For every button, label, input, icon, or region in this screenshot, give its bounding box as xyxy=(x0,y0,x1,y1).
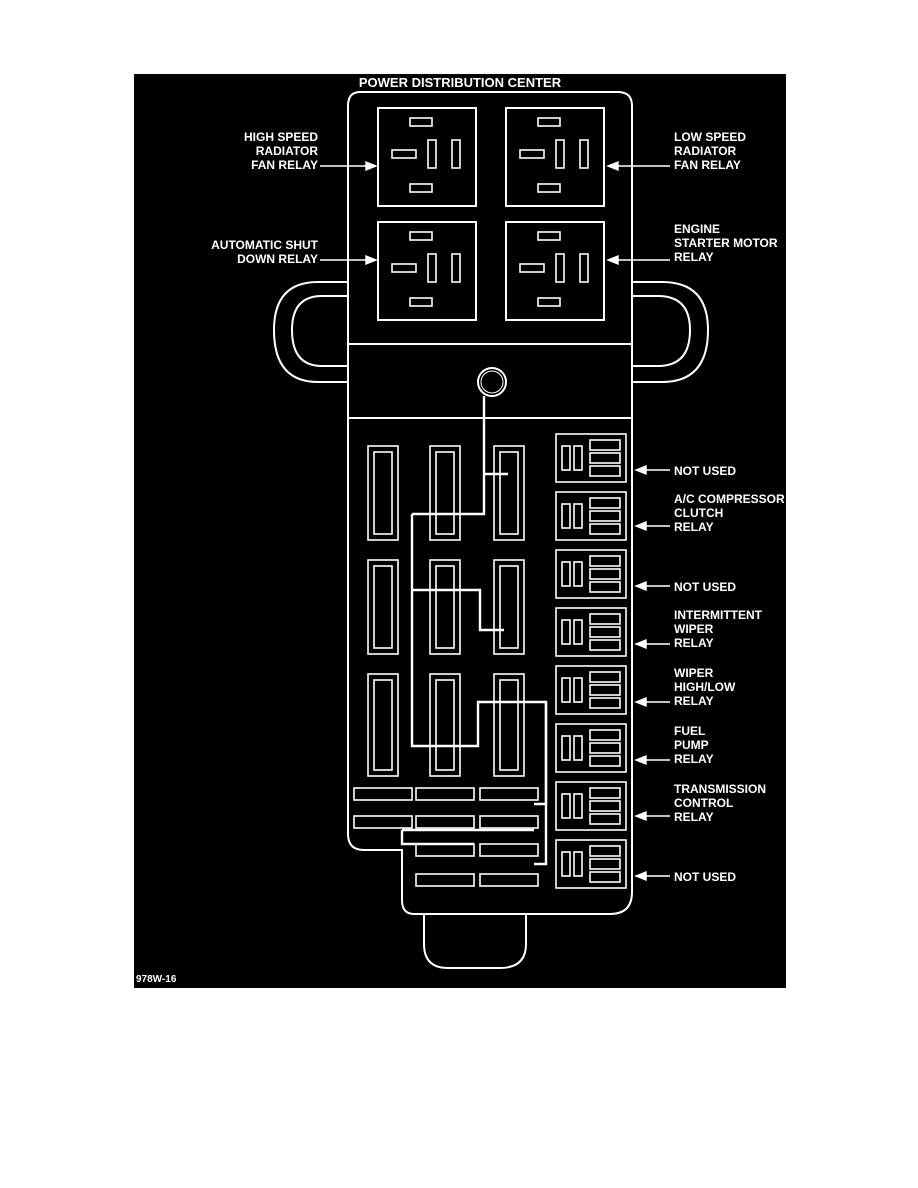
left-mount-loop-inner xyxy=(290,295,348,367)
housing-outline xyxy=(347,91,633,915)
label-engine-starter-motor-relay: ENGINE STARTER MOTOR RELAY xyxy=(674,222,778,264)
large-relays xyxy=(377,107,605,321)
label-low-speed-radiator-fan-relay: LOW SPEED RADIATOR FAN RELAY xyxy=(674,130,747,172)
label-not-used-3: NOT USED xyxy=(674,870,737,884)
bus-trace xyxy=(400,396,548,866)
label-intermittent-wiper-relay: INTERMITTENT WIPER RELAY xyxy=(674,608,762,650)
label-fuel-pump-relay: FUEL PUMP RELAY xyxy=(674,724,714,766)
label-ac-compressor-clutch-relay: A/C COMPRESSOR CLUTCH RELAY xyxy=(674,492,785,534)
diagram-title: POWER DISTRIBUTION CENTER xyxy=(358,75,562,90)
label-automatic-shut-down-relay: AUTOMATIC SHUT DOWN RELAY xyxy=(211,238,318,266)
label-high-speed-radiator-fan-relay: HIGH SPEED RADIATOR FAN RELAY xyxy=(243,130,318,172)
label-transmission-control-relay: TRANSMISSION CONTROL RELAY xyxy=(674,782,767,824)
label-not-used-2: NOT USED xyxy=(674,580,737,594)
relay-low-speed-fan xyxy=(505,107,605,207)
mini-relays xyxy=(555,433,627,889)
left-mount-loop xyxy=(272,281,348,383)
relay-high-speed-fan xyxy=(377,107,477,207)
relay-auto-shutdown xyxy=(377,221,477,321)
right-mount-loop xyxy=(632,281,710,383)
fuse-cavities xyxy=(353,445,539,887)
callout-arrows xyxy=(320,160,670,882)
mounting-hole xyxy=(477,367,507,397)
label-wiper-high-low-relay: WIPER HIGH/LOW RELAY xyxy=(674,666,736,708)
right-mount-loop-inner xyxy=(632,295,692,367)
bottom-mount-loop xyxy=(423,914,527,969)
label-not-used-1: NOT USED xyxy=(674,464,737,478)
relay-starter-motor xyxy=(505,221,605,321)
power-distribution-diagram: POWER DISTRIBUTION CENTER HIGH SPEED RAD… xyxy=(134,74,786,988)
figure-id: 978W-16 xyxy=(136,974,177,985)
diagram-drawing xyxy=(272,91,710,969)
